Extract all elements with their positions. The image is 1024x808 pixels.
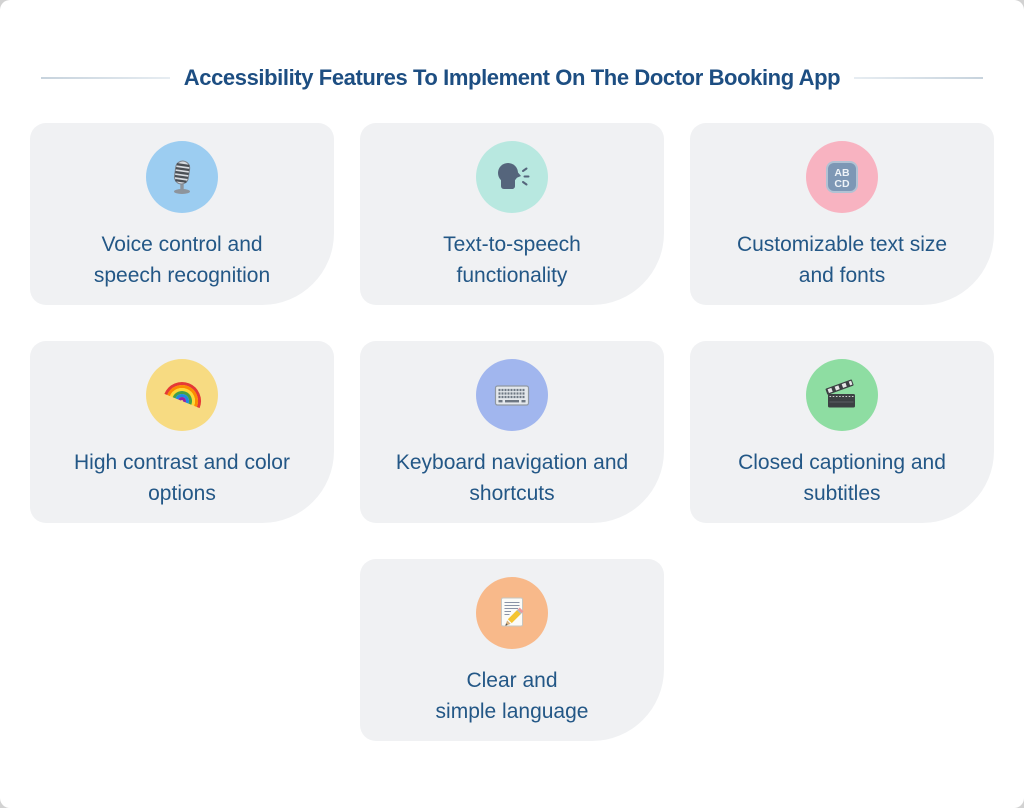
icon-circle [146, 141, 218, 213]
icon-circle [476, 577, 548, 649]
feature-label-line: shortcuts [469, 482, 555, 505]
feature-label-line: and fonts [798, 264, 886, 287]
memo-icon [492, 593, 532, 633]
feature-label: Keyboard navigation and shortcuts [396, 447, 628, 509]
icon-circle [476, 359, 548, 431]
feature-card-high-contrast: High contrast and color options [30, 341, 334, 523]
feature-label-line: options [148, 482, 216, 505]
abcd-icon-text-bottom: CD [834, 178, 850, 190]
feature-label-line: High contrast and color [74, 451, 290, 474]
feature-card-clear-language: Clear and simple language [360, 559, 664, 741]
keyboard-icon [492, 375, 532, 415]
feature-label-line: Voice control and [101, 233, 263, 256]
feature-grid: Voice control and speech recognition [30, 123, 994, 741]
page-title: Accessibility Features To Implement On T… [183, 65, 841, 90]
feature-card-closed-captioning: Closed captioning and subtitles [690, 341, 994, 523]
feature-card-text-to-speech: Text-to-speech functionality [360, 123, 664, 305]
feature-label-line: Clear and [466, 669, 558, 692]
feature-label: Customizable text size and fonts [737, 229, 947, 291]
feature-label-line: simple language [435, 700, 589, 723]
feature-label: Clear and simple language [436, 665, 589, 727]
feature-label: Closed captioning and subtitles [738, 447, 946, 509]
feature-card-custom-text: AB CD Customizable text size and fonts [690, 123, 994, 305]
microphone-icon [162, 157, 202, 197]
abcd-icon-text-top: AB [834, 167, 850, 179]
feature-label-line: functionality [456, 264, 568, 287]
feature-label-line: Closed captioning and [738, 451, 946, 474]
icon-circle [146, 359, 218, 431]
feature-card-keyboard-nav: Keyboard navigation and shortcuts [360, 341, 664, 523]
icon-circle [476, 141, 548, 213]
icon-circle [806, 359, 878, 431]
icon-circle: AB CD [806, 141, 878, 213]
feature-label: Voice control and speech recognition [94, 229, 270, 291]
title-divider-right [854, 77, 984, 79]
rainbow-icon [162, 375, 202, 415]
feature-label-line: speech recognition [93, 264, 271, 287]
feature-label-line: Text-to-speech [443, 233, 581, 256]
feature-label: High contrast and color options [74, 447, 290, 509]
header: Accessibility Features To Implement On T… [0, 64, 1024, 92]
title-divider-left [40, 77, 170, 79]
speaking-head-icon [492, 157, 532, 197]
clapper-board-icon [822, 375, 862, 415]
feature-label-line: Keyboard navigation and [395, 451, 629, 474]
feature-label-line: subtitles [803, 482, 881, 505]
feature-label: Text-to-speech functionality [443, 229, 581, 291]
feature-label-line: Customizable text size [736, 233, 948, 256]
feature-card-voice-control: Voice control and speech recognition [30, 123, 334, 305]
abcd-input-icon: AB CD [822, 157, 862, 197]
